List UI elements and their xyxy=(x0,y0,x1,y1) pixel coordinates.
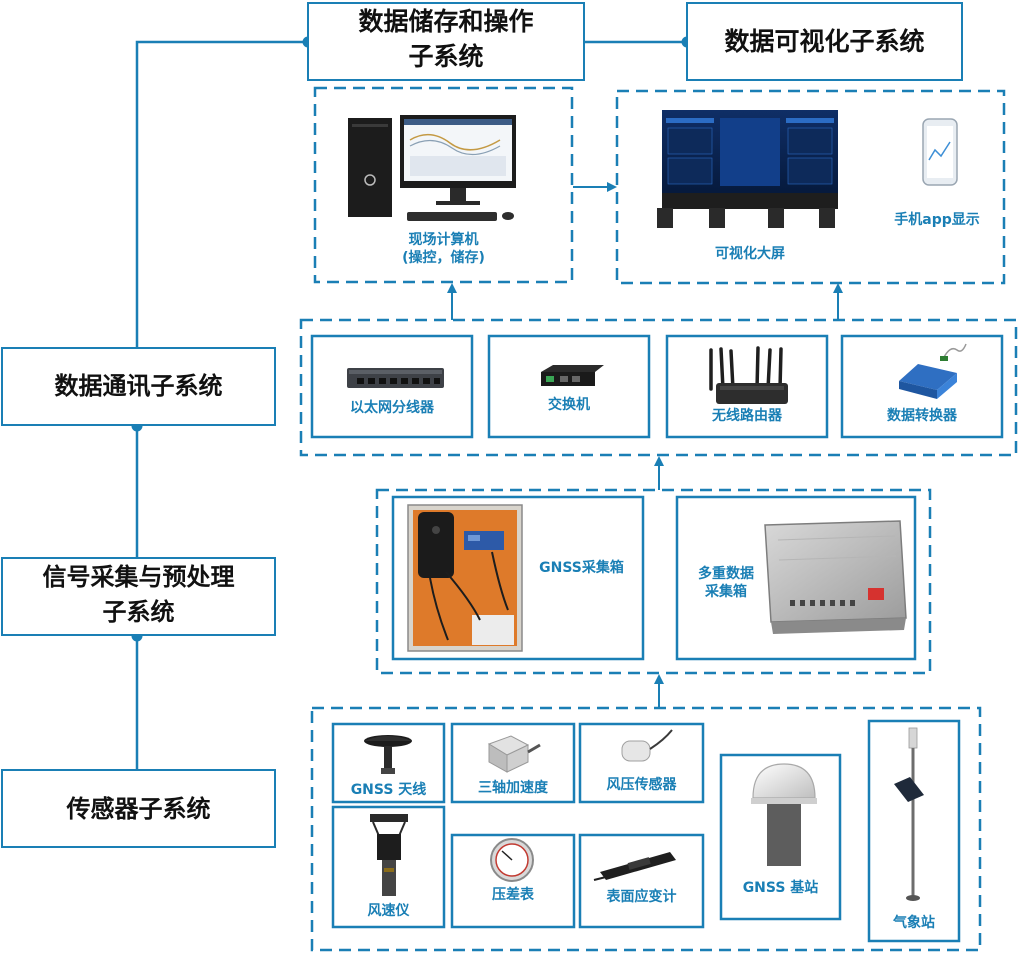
strain-gauge-icon xyxy=(593,852,676,881)
video-wall-icon xyxy=(657,110,838,228)
pressure-gauge-icon xyxy=(490,838,534,882)
anemometer-label: 风速仪 xyxy=(367,903,410,919)
computer-label: 现场计算机 (操控，储存) xyxy=(330,232,557,267)
device-box xyxy=(867,719,961,943)
gnss-acquisition-box-photo xyxy=(407,504,523,652)
triaxial-accelerometer-icon xyxy=(487,735,541,773)
gnss-antenna-label: GNSS 天线 xyxy=(350,782,427,798)
visual-group-frame xyxy=(615,89,1006,285)
comm-device-label-1: 交换机 xyxy=(548,397,590,413)
storage-group-frame xyxy=(313,86,574,284)
comm-group-frame xyxy=(299,318,1018,457)
anemometer-icon xyxy=(370,814,408,896)
device-box xyxy=(840,334,1004,439)
communication-subsystem-box xyxy=(1,347,276,426)
device-box xyxy=(450,833,576,929)
computer-label-line2: (操控，储存) xyxy=(402,249,485,266)
gnss-base-station-icon xyxy=(751,763,817,866)
device-box xyxy=(665,334,829,439)
visualization-subsystem-title: 数据可视化子系统 xyxy=(724,27,925,56)
wind-pressure-label: 风压传感器 xyxy=(606,777,677,793)
phone-label: 手机app显示 xyxy=(894,212,980,228)
comm-device-label-2: 无线路由器 xyxy=(712,408,782,424)
device-box xyxy=(331,722,446,804)
multi-box-label-line2: 采集箱 xyxy=(705,583,747,600)
device-box xyxy=(310,334,474,439)
signal-subsystem-title-line2: 子系统 xyxy=(102,598,175,626)
device-box xyxy=(719,753,842,921)
gnss-box-label: GNSS采集箱 xyxy=(539,560,624,576)
device-box xyxy=(578,833,705,929)
weather-station-label: 气象站 xyxy=(893,915,935,931)
comm-device-label-0: 以太网分线器 xyxy=(350,400,434,416)
storage-subsystem-title-line2: 子系统 xyxy=(408,42,484,71)
computer-label-line1: 现场计算机 xyxy=(408,232,479,248)
device-box xyxy=(450,722,576,804)
network-switch-icon xyxy=(541,365,604,386)
accelerometer-label: 三轴加速度 xyxy=(478,780,548,796)
wind-pressure-sensor-icon xyxy=(621,729,673,762)
video-wall-label: 可视化大屏 xyxy=(715,246,785,262)
multi-box-label: 多重数据 采集箱 xyxy=(682,566,770,601)
sensor-subsystem-title: 传感器子系统 xyxy=(66,795,211,823)
weather-station-icon xyxy=(894,727,924,901)
gnss-base-label: GNSS 基站 xyxy=(742,880,819,896)
device-box xyxy=(391,495,645,661)
device-box xyxy=(487,334,651,439)
desktop-computer-icon xyxy=(348,115,516,221)
dashed-groups xyxy=(299,86,1018,952)
signal-subsystem-title-line1: 信号采集与预处理 xyxy=(42,563,235,591)
device-box xyxy=(578,722,705,804)
data-converter-icon xyxy=(899,343,967,399)
gnss-antenna-icon xyxy=(364,735,412,774)
sensor-group-frame xyxy=(310,706,982,952)
comm-to-storage-line xyxy=(135,40,308,348)
pressure-gauge-label: 压差表 xyxy=(492,887,534,903)
device-boxes xyxy=(310,334,1004,943)
comm-device-label-3: 数据转换器 xyxy=(887,408,957,424)
storage-subsystem-title: 数据储存和操作 子系统 xyxy=(308,4,584,74)
smartphone-icon xyxy=(922,118,958,186)
connector-lines xyxy=(135,40,687,770)
ethernet-splitter-icon xyxy=(347,368,444,388)
multi-data-acquisition-box-photo xyxy=(764,520,907,634)
wireless-router-icon xyxy=(709,346,788,404)
flow-arrows xyxy=(447,182,843,708)
storage-subsystem-title-line1: 数据储存和操作 xyxy=(358,7,534,36)
signal-subsystem-title: 信号采集与预处理 子系统 xyxy=(2,560,275,630)
visualization-subsystem-box xyxy=(686,2,963,81)
storage-subsystem-box xyxy=(307,2,585,81)
strain-gauge-label: 表面应变计 xyxy=(606,889,677,905)
device-box xyxy=(675,495,917,661)
signal-subsystem-box xyxy=(1,557,276,636)
subsystem-boxes xyxy=(1,2,963,848)
communication-subsystem-title: 数据通讯子系统 xyxy=(54,372,223,400)
acq-group-frame xyxy=(375,488,932,675)
sensor-subsystem-box xyxy=(1,769,276,848)
device-box xyxy=(331,805,446,929)
multi-box-label-line1: 多重数据 xyxy=(698,566,754,582)
